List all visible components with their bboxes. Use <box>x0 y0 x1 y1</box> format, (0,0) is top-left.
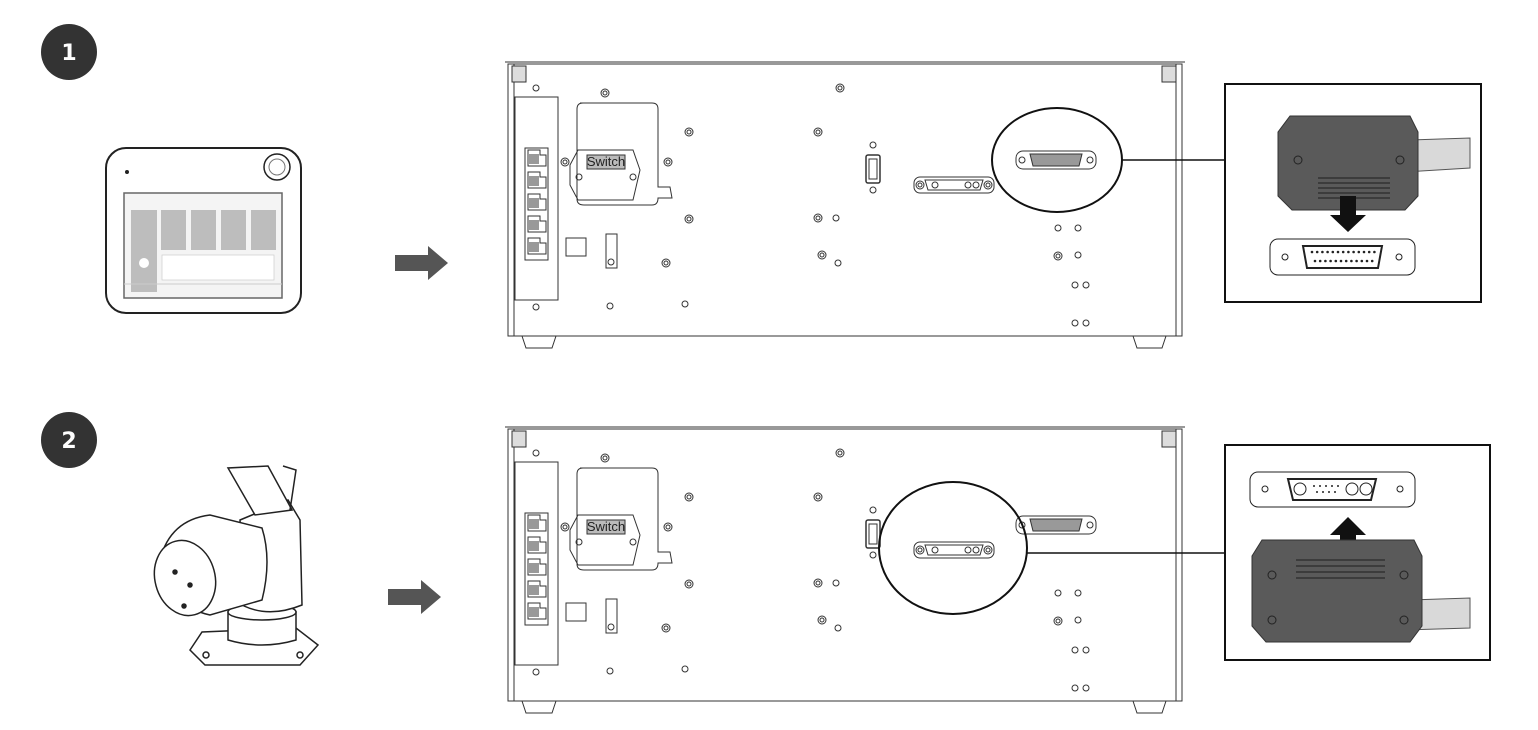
detail-box-step-2 <box>1224 444 1491 661</box>
db25-socket-icon <box>1269 238 1416 276</box>
cable-plug-icon <box>1277 115 1419 211</box>
cable-plug-icon <box>1251 539 1423 643</box>
step-2-badge: 2 <box>41 412 97 468</box>
step-1-badge: 1 <box>41 24 97 80</box>
controller-back-panel-step-1: Switch <box>505 61 1185 349</box>
step-1-number: 1 <box>61 41 76 66</box>
highlight-db25-step-1 <box>991 107 1225 213</box>
step-2-number: 2 <box>61 429 76 454</box>
arrow-up-icon <box>1330 517 1366 553</box>
robot-arm-illustration <box>153 465 320 666</box>
controller-back-panel-step-2: Switch <box>505 426 1185 714</box>
highlight-power-connector-step-2 <box>878 481 1225 615</box>
arrow-step-1-icon <box>395 246 448 280</box>
arrow-step-2-icon <box>388 580 441 614</box>
teach-pendant-illustration <box>105 147 302 314</box>
detail-box-step-1 <box>1224 83 1482 303</box>
switch-label: Switch <box>587 519 625 534</box>
switch-label: Switch <box>587 154 625 169</box>
power-socket-icon <box>1249 471 1416 508</box>
arrow-down-icon <box>1330 196 1366 232</box>
